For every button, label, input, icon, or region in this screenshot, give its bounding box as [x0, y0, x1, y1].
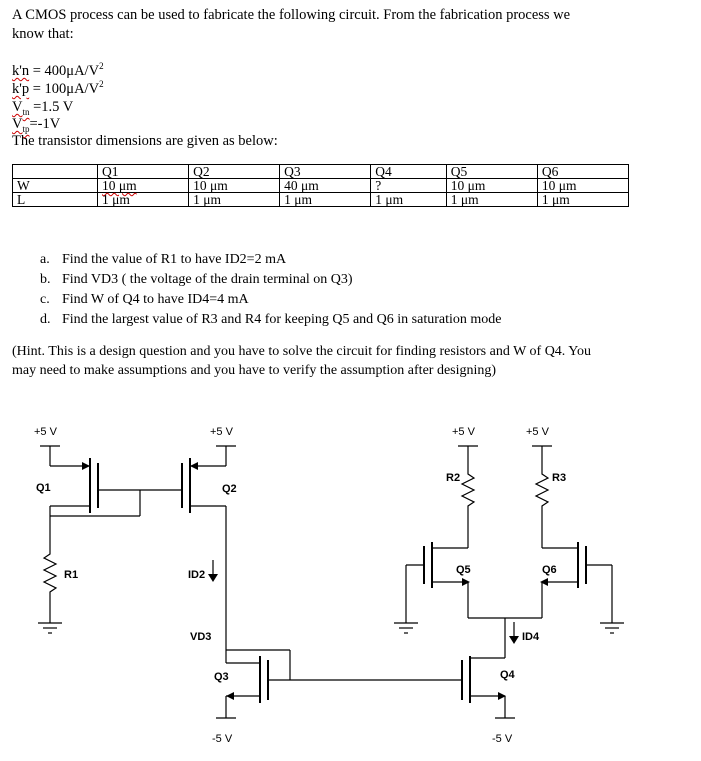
supply-label: +5 V: [452, 426, 476, 438]
supply-label: +5 V: [210, 426, 234, 438]
source-arrow: [190, 462, 198, 470]
list-item: a.Find the value of R1 to have ID2=2 mA: [40, 252, 287, 267]
table-cell: 10 μm: [188, 178, 281, 193]
param-kn: k'n = 400μA/V2: [12, 62, 104, 80]
kp-label: k'p: [12, 81, 30, 97]
resistor-r2: [460, 468, 476, 548]
table-row: W 10 μm 10 μm 40 μm ? 10 μm 10 μm: [12, 178, 630, 193]
vtn-sub: tn: [22, 106, 30, 117]
table-cell: 1 μm: [279, 192, 372, 207]
table-cell: ?: [370, 178, 447, 193]
table-header-cell: Q3: [279, 164, 372, 179]
transistor-dimensions-table: Q1 Q2 Q3 Q4 Q5 Q6 W 10 μm 10 μm 40 μm ? …: [12, 164, 630, 207]
r1-label: R1: [64, 569, 78, 581]
param-kp: k'p = 100μA/V2: [12, 80, 104, 98]
resistor-r3: [534, 468, 550, 548]
supply-label: -5 V: [492, 733, 513, 745]
kn-label: k'n: [12, 63, 30, 79]
current-arrow-head: [509, 636, 519, 644]
source-arrow: [498, 692, 506, 700]
table-header-cell: Q1: [96, 164, 190, 179]
table-header-cell: [12, 164, 98, 179]
vtn-label: V: [12, 99, 23, 115]
circuit-diagram: +5 V +5 V Q1 Q2 R1 ID2: [34, 426, 624, 745]
source-arrow: [462, 578, 470, 586]
table-header-cell: Q2: [188, 164, 281, 179]
source-arrow: [226, 692, 234, 700]
table-cell: 1 μm: [445, 192, 538, 207]
table-header-row: Q1 Q2 Q3 Q4 Q5 Q6: [12, 164, 630, 179]
vtn-value: =1.5 V: [29, 99, 74, 115]
table-cell: 10 μm: [96, 178, 190, 193]
table-cell: 1 μm: [96, 192, 190, 207]
table-cell: 1 μm: [536, 192, 630, 207]
q5-label: Q5: [456, 564, 471, 576]
param-vtp: Vtp=-1V: [12, 115, 60, 133]
intro-line-1: A CMOS process can be used to fabricate …: [12, 7, 571, 23]
table-cell: 1 μm: [188, 192, 281, 207]
r2-label: R2: [446, 472, 460, 484]
hint-line-2: may need to make assumptions and you hav…: [12, 363, 497, 378]
resistor-r1: [42, 543, 58, 623]
hint-paragraph: (Hint. This is a design question and you…: [12, 342, 692, 380]
table-caption: The transistor dimensions are given as b…: [12, 133, 278, 149]
list-item: c.Find W of Q4 to have ID4=4 mA: [40, 292, 249, 307]
table-row: L 1 μm 1 μm 1 μm 1 μm 1 μm 1 μm: [12, 192, 630, 207]
q1-label: Q1: [36, 482, 51, 494]
kn-sup: 2: [99, 61, 104, 72]
vtp-label: V: [12, 116, 23, 132]
table-row-label: L: [12, 192, 98, 207]
vd3-label: VD3: [190, 631, 211, 643]
id4-label: ID4: [522, 631, 540, 643]
vtp-sub: tp: [22, 123, 30, 134]
table-header-cell: Q4: [370, 164, 447, 179]
source-arrow: [540, 578, 548, 586]
question-list: a.Find the value of R1 to have ID2=2 mA …: [40, 250, 502, 330]
table-header-cell: Q5: [445, 164, 538, 179]
table-cell: 40 μm: [279, 178, 372, 193]
id2-label: ID2: [188, 569, 205, 581]
list-item: b.Find VD3 ( the voltage of the drain te…: [40, 272, 353, 287]
q6-label: Q6: [542, 564, 557, 576]
vtp-value: =-1V: [29, 116, 61, 132]
q4-label: Q4: [500, 669, 516, 681]
supply-label: +5 V: [34, 426, 58, 438]
list-item: d.Find the largest value of R3 and R4 fo…: [40, 312, 502, 327]
table-row-label: W: [12, 178, 98, 193]
kn-value: = 400μA/V: [29, 63, 100, 79]
table-cell: 1 μm: [370, 192, 447, 207]
q3-label: Q3: [214, 671, 229, 683]
intro-line-2: know that:: [12, 26, 74, 42]
table-cell: 10 μm: [536, 178, 630, 193]
table-cell: 10 μm: [445, 178, 538, 193]
hint-line-1: (Hint. This is a design question and you…: [12, 344, 591, 359]
r3-label: R3: [552, 472, 566, 484]
supply-label: +5 V: [526, 426, 550, 438]
param-vtn: Vtn =1.5 V: [12, 98, 73, 116]
source-arrow: [82, 462, 90, 470]
kp-sup: 2: [99, 79, 104, 90]
current-arrow-head: [208, 574, 218, 582]
kp-value: = 100μA/V: [29, 81, 100, 97]
q2-label: Q2: [222, 483, 237, 495]
table-header-cell: Q6: [536, 164, 630, 179]
supply-label: -5 V: [212, 733, 233, 745]
